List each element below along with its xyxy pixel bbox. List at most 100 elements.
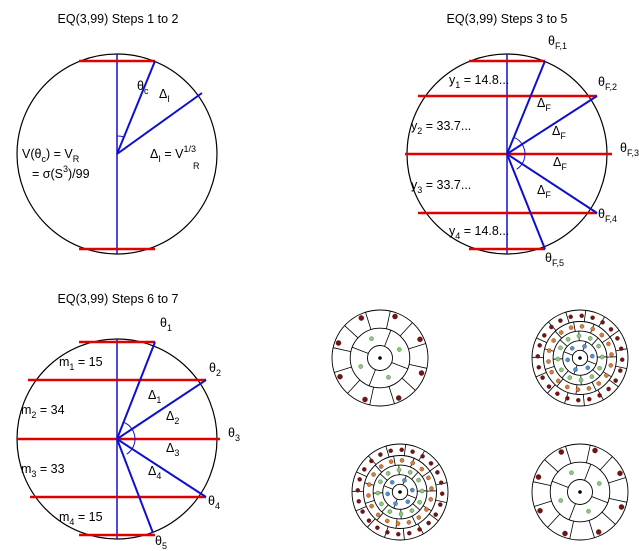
region-center-dot (578, 377, 584, 383)
region-center-dot (428, 497, 434, 502)
region-center-dot (362, 467, 367, 472)
region-divider (609, 329, 620, 338)
region-center-dot (618, 346, 624, 351)
region-center-dot (597, 481, 602, 486)
region-center-dot (399, 447, 404, 453)
y4-label: y4 = 14.8... (449, 224, 509, 241)
region-center-dot (535, 354, 541, 359)
region-center-dot (386, 375, 391, 380)
region-divider (547, 384, 556, 394)
region-center-dot (387, 509, 393, 514)
theta-c-label: θc (137, 79, 149, 96)
region-center-dot (362, 396, 368, 403)
region-divider (369, 387, 374, 405)
region-divider (384, 330, 392, 347)
region-divider (599, 456, 613, 471)
angle-line-1 (506, 60, 546, 155)
region-center-dot (419, 466, 425, 472)
region-center-dot (558, 330, 564, 335)
panel2-title: EQ(3,99) Steps 3 to 5 (447, 12, 568, 26)
region-center-dot (555, 391, 560, 396)
region-center-dot (433, 512, 438, 517)
region-divider (609, 498, 627, 503)
region-center-dot (385, 530, 390, 535)
region-divider (435, 499, 447, 503)
region-center-dot (438, 502, 443, 507)
region-center-dot (562, 530, 568, 537)
region-divider (615, 365, 627, 369)
region-center-dot (617, 470, 623, 477)
region-divider (367, 518, 376, 528)
region-center-dot (558, 318, 563, 323)
region-center-dot (575, 387, 581, 392)
region-center-dot (424, 507, 429, 512)
ring-boundary (349, 327, 411, 389)
region-divider (565, 311, 570, 324)
ring-boundary (391, 483, 409, 501)
region-divider (591, 496, 608, 504)
region-center-dot (546, 384, 552, 389)
region-center-dot (567, 375, 573, 380)
region-divider (561, 370, 569, 379)
region-divider (608, 477, 626, 484)
region-center-dot (369, 336, 374, 341)
region-center-dot (355, 488, 361, 493)
region-center-dot (604, 373, 609, 378)
region-divider (534, 500, 552, 507)
region-center-dot (568, 314, 573, 320)
region-divider (374, 464, 382, 473)
region-center-dot (537, 343, 542, 348)
region-center-dot (410, 449, 415, 454)
region-center-dot (402, 478, 407, 483)
region-center-dot (576, 333, 582, 339)
region-divider (591, 381, 597, 391)
region-center-dot (369, 503, 374, 509)
region-center-dot (379, 501, 384, 507)
region-center-dot (366, 493, 371, 498)
region-divider (545, 366, 555, 370)
region-center-dot (569, 470, 574, 475)
region-center-dot (428, 461, 434, 466)
y1-label: y1 = 14.8... (449, 73, 509, 90)
region-center-dot (406, 520, 412, 525)
collar-angle-line (116, 92, 203, 155)
region-center-dot (597, 365, 602, 371)
region-center-dot (426, 475, 431, 481)
region-center-dot (396, 531, 401, 537)
region-center-dot (608, 327, 614, 332)
region-center-dot (416, 477, 421, 483)
region-divider (411, 471, 419, 480)
region-center-dot (358, 315, 365, 321)
delta-1-label: Δ1 (148, 388, 161, 405)
region-center-dot (615, 336, 620, 341)
region-center-dot (357, 477, 362, 482)
region-center-dot (600, 320, 605, 325)
panel-steps-3-5: EQ(3,99) Steps 3 to 5 θF,1 θF,2 θF,3 θF,… (405, 12, 639, 268)
region-divider (429, 463, 440, 472)
region-center-dot (337, 373, 343, 380)
region-center-dot (582, 344, 587, 349)
theta-3-label: θ3 (228, 426, 240, 443)
region-center-dot (388, 448, 393, 454)
ring-boundary (531, 443, 629, 541)
region-center-dot (585, 365, 591, 370)
angle-line-4 (506, 153, 598, 214)
region-center-dot (565, 384, 570, 390)
region-center-dot (378, 479, 383, 485)
region-center-dot (335, 340, 342, 346)
region-center-dot (399, 458, 405, 463)
ring-boundary (562, 340, 598, 376)
region-divider (334, 366, 352, 373)
region-center-dot (555, 378, 561, 384)
delta-f-label-1: ΔF (537, 96, 551, 113)
delta-i-label: ΔI (159, 87, 170, 104)
region-divider (565, 446, 572, 464)
region-divider (393, 456, 396, 466)
region-divider (383, 485, 393, 490)
theta-5-label: θ5 (155, 534, 167, 551)
region-divider (381, 504, 389, 513)
region-divider (591, 337, 599, 346)
center-dot (578, 490, 582, 494)
panel-steps-6-7: EQ(3,99) Steps 6 to 7 θ1 θ2 θ3 θ4 θ5 m1 … (16, 292, 240, 551)
region-divider (601, 511, 616, 525)
